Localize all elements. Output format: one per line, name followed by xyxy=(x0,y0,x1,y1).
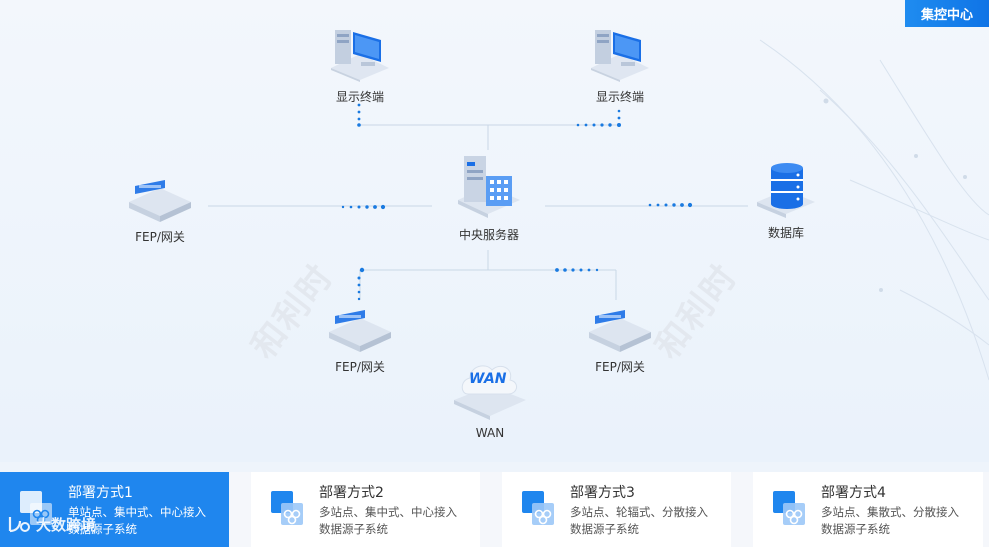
deployment-tab-title: 部署方式2 xyxy=(319,485,384,501)
server-icon xyxy=(458,156,520,218)
deployment-tab-2[interactable]: 部署方式2 多站点、集中式、中心接入 数据源子系统 xyxy=(251,472,480,547)
database-label: 数据库 xyxy=(767,226,804,240)
deployment-tab-desc: 数据源子系统 xyxy=(68,522,137,536)
wan[interactable]: WAN WAN xyxy=(448,354,532,440)
gateway-icon xyxy=(329,310,391,352)
central-server-label: 中央服务器 xyxy=(458,228,519,242)
central-server[interactable]: 中央服务器 xyxy=(448,150,530,243)
fep-gateway-bottom-right-label: FEP/网关 xyxy=(595,360,645,374)
deployment-tab-desc: 多站点、集散式、分散接入 xyxy=(821,505,959,519)
deployment-icon xyxy=(773,491,805,525)
fep-gateway-bottom-left-label: FEP/网关 xyxy=(335,360,385,374)
deployment-tab-desc: 数据源子系统 xyxy=(319,522,388,536)
fep-gateway-left-label: FEP/网关 xyxy=(135,230,185,244)
gateway-icon xyxy=(589,310,651,352)
control-center-button[interactable]: 集控中心 xyxy=(905,0,989,27)
deployment-tab-title: 部署方式3 xyxy=(570,485,635,501)
fep-gateway-left[interactable]: FEP/网关 xyxy=(122,178,198,245)
deployment-tab-desc: 单站点、集中式、中心接入 xyxy=(68,505,206,519)
cloud-icon: WAN xyxy=(450,354,530,420)
deployment-tab-desc: 数据源子系统 xyxy=(821,522,890,536)
display-terminal-left[interactable]: 显示终端 xyxy=(322,22,398,105)
brand-text: 大数跨境 xyxy=(36,515,97,534)
deployment-tab-desc: 数据源子系统 xyxy=(570,522,639,536)
fep-gateway-bottom-right[interactable]: FEP/网关 xyxy=(582,308,658,375)
deployment-tab-desc: 多站点、集中式、中心接入 xyxy=(319,505,457,519)
deployment-tab-title: 部署方式4 xyxy=(821,485,886,501)
deployment-tab-title: 部署方式1 xyxy=(68,485,133,501)
display-terminal-right-label: 显示终端 xyxy=(595,90,644,104)
deployment-tab-desc: 多站点、轮辐式、分散接入 xyxy=(570,505,708,519)
deployment-tab-3[interactable]: 部署方式3 多站点、轮辐式、分散接入 数据源子系统 xyxy=(502,472,731,547)
topology-diagram: 和利时 和利时 集控中心 显示终端 显示终端 xyxy=(0,0,989,462)
deployment-tab-4[interactable]: 部署方式4 多站点、集散式、分散接入 数据源子系统 xyxy=(753,472,983,547)
monitor-icon xyxy=(591,30,649,82)
brand-watermark: 大数跨境 xyxy=(6,513,96,535)
wan-label: WAN xyxy=(475,426,505,440)
database-icon xyxy=(757,163,815,218)
connection-lines xyxy=(208,39,989,381)
monitor-icon xyxy=(331,30,389,82)
database[interactable]: 数据库 xyxy=(748,160,824,241)
gateway-icon xyxy=(129,180,191,222)
deployment-tab-1[interactable]: 部署方式1 单站点、集中式、中心接入 数据源子系统 xyxy=(0,472,229,547)
deployment-tabs: 部署方式1 单站点、集中式、中心接入 数据源子系统 部署方式2 多站点、集中式、… xyxy=(0,472,989,547)
deployment-icon xyxy=(522,491,554,525)
display-terminal-left-label: 显示终端 xyxy=(335,90,384,104)
deployment-icon xyxy=(271,491,303,525)
wan-icon-text: WAN xyxy=(469,371,507,387)
deployment-icon xyxy=(20,491,52,525)
display-terminal-right[interactable]: 显示终端 xyxy=(582,22,658,105)
brand-logo-icon xyxy=(8,517,30,533)
fep-gateway-bottom-left[interactable]: FEP/网关 xyxy=(322,308,398,375)
